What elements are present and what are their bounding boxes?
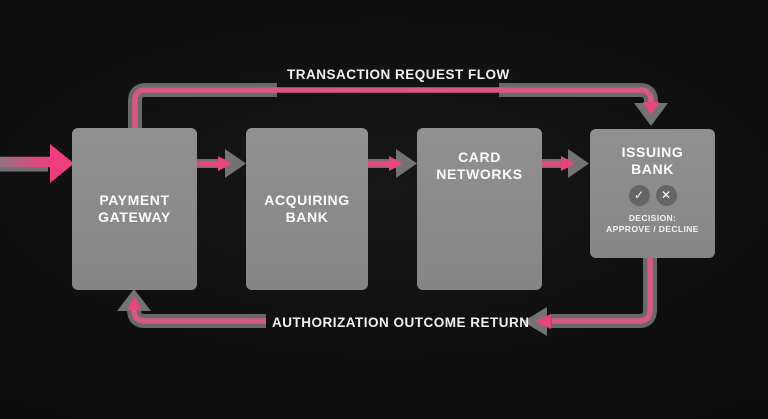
node-label: ISSUING BANK xyxy=(621,144,684,177)
authorization-return-line-right xyxy=(523,258,657,336)
transaction-request-flow-line xyxy=(128,83,668,130)
cross-glyph: ✕ xyxy=(660,188,672,202)
decision-icons: ✓ ✕ xyxy=(590,185,715,206)
node-label: CARD NETWORKS xyxy=(436,149,523,182)
entry-arrow xyxy=(0,144,74,183)
node-acquiring-bank: ACQUIRING BANK xyxy=(246,128,368,290)
node-label: ACQUIRING BANK xyxy=(264,192,350,225)
node-card-networks: CARD NETWORKS xyxy=(417,128,542,290)
flow-arrow-networks-to-issuing xyxy=(542,149,589,178)
decision-label: DECISION: APPROVE / DECLINE xyxy=(606,213,699,234)
flow-arrow-acquiring-to-networks xyxy=(368,149,417,178)
authorization-return-line-left xyxy=(117,289,266,328)
check-icon: ✓ xyxy=(628,185,650,206)
cross-icon: ✕ xyxy=(655,185,677,206)
arrowhead-left-pink xyxy=(535,314,551,329)
node-label: PAYMENT GATEWAY xyxy=(98,192,171,225)
arrowhead-up-pink xyxy=(127,296,142,310)
node-issuing-bank: ISSUING BANK ✓ ✕ DECISION: APPROVE / DEC… xyxy=(590,129,715,258)
authorization-outcome-return-label: AUTHORIZATION OUTCOME RETURN xyxy=(272,315,530,330)
check-glyph: ✓ xyxy=(633,188,645,202)
arrowhead-down-pink xyxy=(643,102,659,115)
node-payment-gateway: PAYMENT GATEWAY xyxy=(72,128,197,290)
transaction-request-flow-label: TRANSACTION REQUEST FLOW xyxy=(287,67,510,82)
flow-arrow-gateway-to-acquiring xyxy=(197,149,246,178)
